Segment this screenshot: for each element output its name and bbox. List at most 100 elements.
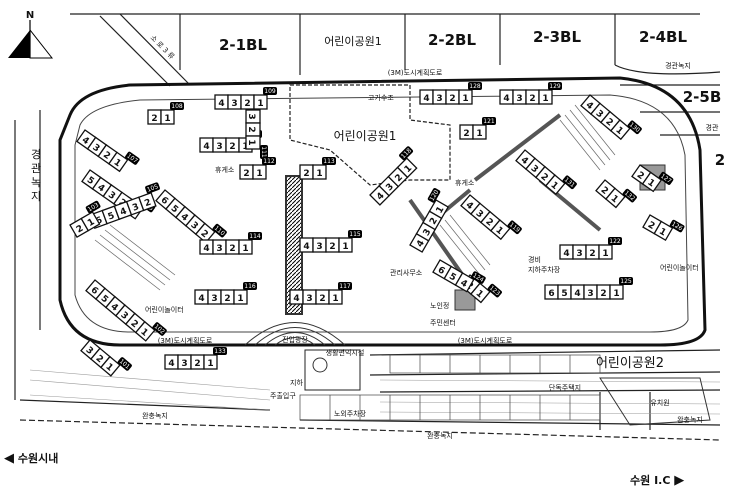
building-number-tag	[260, 145, 268, 159]
building-core-label: 4	[503, 94, 509, 104]
building-core-label: 1	[103, 362, 114, 374]
building-core-label: 3	[306, 294, 312, 304]
building-core-label: 3	[118, 310, 129, 322]
building-core-label: 3	[211, 294, 217, 304]
building-core-label: 4	[415, 239, 427, 249]
green-left-char: 관	[31, 162, 41, 175]
building-core-label: 3	[84, 345, 95, 357]
building-core-label: 3	[231, 99, 237, 109]
building-core-label: 2	[243, 169, 249, 179]
building-number-tag	[322, 157, 336, 165]
building-number-tag	[658, 171, 674, 185]
building-core-label: 3	[576, 249, 582, 259]
building-core	[470, 282, 491, 304]
building-core-label: 5	[447, 272, 457, 284]
building-number-tag	[468, 82, 482, 90]
green-left-char: 경	[31, 148, 41, 161]
building-number: 112	[263, 158, 275, 165]
building-core	[641, 171, 663, 193]
building-core-label: 4	[203, 244, 209, 254]
building-core-label: 2	[244, 99, 250, 109]
building-core-label: 4	[464, 200, 475, 212]
building-core-label: 4	[584, 100, 595, 112]
building-core	[253, 94, 268, 110]
building-core-label: 4	[574, 289, 580, 299]
block-label-2-4bl: 2-4BL	[639, 28, 688, 46]
building-core-label: 2	[101, 150, 112, 162]
road-bottom-right-label: (3M)도시계획도로	[458, 336, 513, 345]
building-core-label: 4	[80, 135, 91, 147]
building-core	[134, 320, 156, 342]
building-core-label: 2	[246, 126, 256, 132]
north-arrow-icon: N	[8, 10, 54, 59]
building-number: 124	[471, 272, 485, 284]
building-number-tag	[263, 87, 277, 95]
building-number: 133	[214, 348, 226, 355]
building-core-label: 1	[237, 294, 243, 304]
welfare-label: 생활편익시설	[326, 348, 365, 357]
green-right-mid-label: 경관	[706, 123, 719, 132]
building-number: 109	[264, 88, 276, 95]
nav-right-label: 수원 I.C	[630, 474, 671, 487]
building-core	[312, 164, 327, 180]
block-label-2-3bl: 2-3BL	[533, 28, 582, 46]
building-number: 125	[620, 278, 632, 285]
building-core-label: 1	[403, 163, 415, 175]
building-core-label: 2	[599, 185, 610, 197]
building-core-label: 1	[613, 125, 624, 137]
hatched-green-areas	[29, 369, 721, 415]
building-core-label: 4	[303, 242, 309, 252]
building-core-label: 2	[463, 129, 469, 139]
building-core-label: 1	[332, 294, 338, 304]
nav-left-label: 수원시내	[17, 452, 59, 465]
rest-center-label: 휴게소	[455, 178, 475, 187]
building-number-tag	[487, 283, 502, 298]
building-number: 114	[249, 233, 261, 240]
building-core-label: 3	[436, 94, 442, 104]
building-number: 120	[429, 189, 441, 203]
outdoor-parking-grid	[299, 354, 601, 421]
kindergarten-block	[599, 377, 711, 426]
building-number-tag	[117, 357, 132, 371]
complex-boundary	[58, 76, 707, 347]
playground-left-label: 어린이놀이터	[145, 305, 184, 314]
building-core-label: 2	[428, 216, 440, 226]
building-number-tag	[669, 219, 685, 233]
building-core-label: 2	[143, 198, 152, 210]
building-core	[489, 219, 511, 241]
building-number: 121	[483, 118, 495, 125]
building-core-label: 1	[435, 205, 447, 215]
building-number-tag	[85, 200, 101, 214]
guard-label: 경비	[528, 255, 541, 264]
building-core-label: 4	[458, 278, 468, 290]
building-number: 105	[146, 183, 159, 194]
kindergarten-label: 유치원	[650, 398, 669, 407]
building-core-label: 3	[216, 244, 222, 254]
building-number: 113	[323, 158, 335, 165]
building-number: 128	[469, 83, 481, 90]
building-number-tag	[213, 347, 227, 355]
entrance-label: 진입광장	[282, 335, 308, 344]
welfare-facility-block	[304, 349, 361, 391]
building-core-label: 3	[216, 142, 222, 152]
building-core	[544, 174, 566, 196]
nav-left-suwon-city: ◀ 수원시내	[4, 450, 58, 466]
building-number-tag	[212, 223, 227, 238]
north-letter: N	[26, 10, 34, 21]
building-core-label: 3	[181, 359, 187, 369]
